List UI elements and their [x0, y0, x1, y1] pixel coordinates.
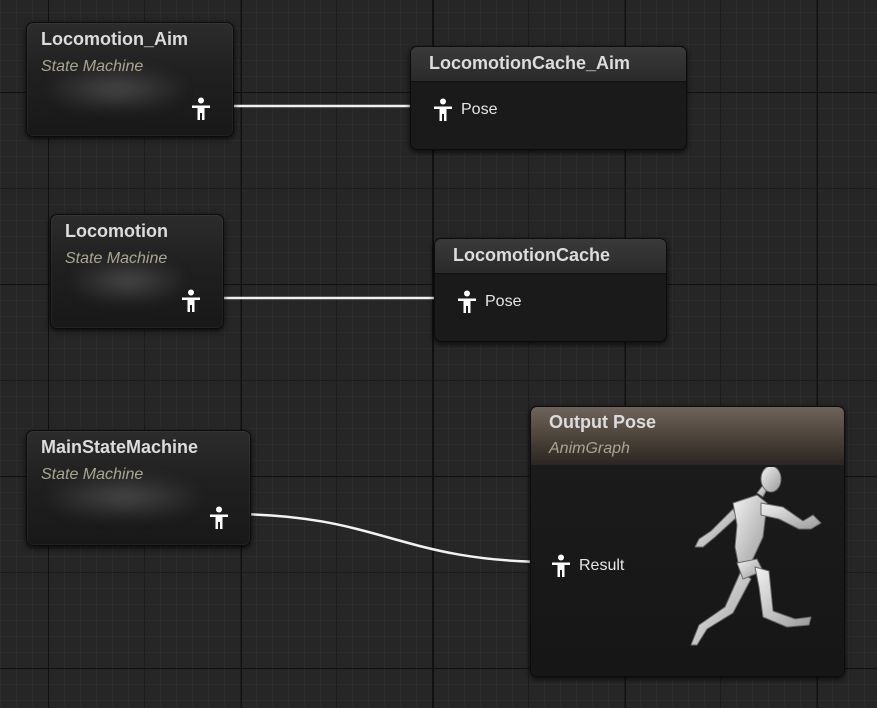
node-header [531, 407, 844, 465]
pose-pin-row[interactable]: Pose [457, 290, 521, 314]
pose-pin-icon[interactable] [191, 97, 211, 121]
node-subtitle: State Machine [65, 250, 168, 267]
node-subtitle: State Machine [41, 58, 144, 75]
node-preview-blur [73, 259, 183, 303]
node-title: LocomotionCache_Aim [429, 53, 631, 73]
pose-pin-row[interactable]: Pose [433, 98, 497, 122]
node-body [435, 274, 666, 341]
node-preview-blur [49, 67, 184, 111]
state-machine-node-locomotion[interactable]: Locomotion State Machine [50, 214, 224, 329]
wire-main-to-output[interactable] [229, 512, 553, 564]
node-body [531, 465, 844, 676]
node-subtitle: State Machine [41, 466, 144, 483]
node-header [411, 47, 686, 82]
pose-pin-icon[interactable] [551, 554, 571, 578]
state-machine-node-main[interactable]: MainStateMachine State Machine [26, 430, 251, 546]
node-body [411, 82, 686, 149]
node-title: Locomotion_Aim [41, 29, 188, 49]
save-cached-pose-node-aim[interactable]: LocomotionCache_Aim Pose [410, 46, 687, 150]
pose-pin-icon[interactable] [209, 506, 229, 530]
output-pose-node[interactable]: Output Pose AnimGraph Result [530, 406, 845, 677]
pose-pin-icon[interactable] [457, 290, 477, 314]
save-cached-pose-node[interactable]: LocomotionCache Pose [434, 238, 667, 342]
node-header [435, 239, 666, 274]
pin-label: Pose [461, 101, 498, 118]
node-title: Output Pose [549, 412, 656, 432]
pose-pin-icon[interactable] [181, 289, 201, 313]
node-subtitle: AnimGraph [549, 440, 630, 457]
pin-label: Result [579, 557, 625, 574]
result-pin-row[interactable]: Result [551, 554, 624, 578]
node-title: LocomotionCache [453, 245, 611, 265]
state-machine-node-locomotion-aim[interactable]: Locomotion_Aim State Machine [26, 22, 234, 137]
node-title: MainStateMachine [41, 437, 199, 457]
pose-pin-icon[interactable] [433, 98, 453, 122]
node-title: Locomotion [65, 221, 168, 241]
running-mannequin-icon [690, 467, 822, 646]
pin-label: Pose [485, 293, 522, 310]
node-preview-blur [49, 475, 199, 519]
